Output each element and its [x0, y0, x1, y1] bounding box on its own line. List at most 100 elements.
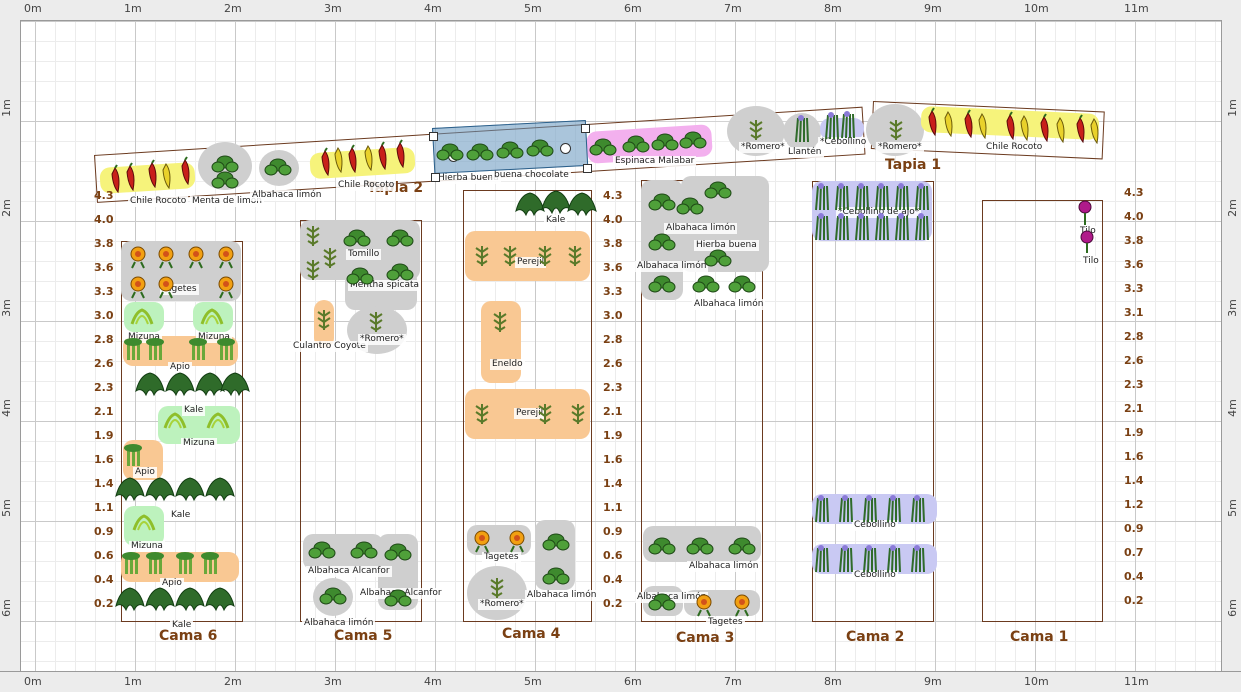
scale-value: 1.4 [94, 477, 114, 490]
plant-patch[interactable] [481, 301, 521, 383]
scale-value: 1.9 [94, 429, 114, 442]
scale-value: 1.9 [1124, 426, 1144, 439]
resize-handle[interactable] [429, 132, 438, 141]
plant-label: Chile Rocoto [128, 196, 189, 207]
bed-label: Cama 2 [846, 629, 905, 645]
top-ruler: 0m 1m 2m 3m 4m 5m 6m 7m 8m 9m 10m 11m [0, 0, 1241, 21]
scale-value: 3.8 [1124, 234, 1144, 247]
plant-label: Tilo [1081, 256, 1101, 267]
scale-value: 2.6 [1124, 354, 1144, 367]
plant-label: Albahaca Alcanfor [358, 588, 444, 599]
ruler-label: 1m [1225, 99, 1239, 117]
ruler-label: 9m [924, 675, 942, 688]
scale-value: 0.7 [1124, 546, 1144, 559]
plant-patch[interactable] [535, 520, 575, 590]
resize-handle[interactable] [581, 124, 590, 133]
ruler-label: 1m [0, 99, 13, 117]
plant-label: Kale [169, 510, 193, 521]
plant-patch[interactable] [643, 526, 761, 562]
plant-label: buena chocolate [492, 170, 571, 181]
ruler-label: 2m [224, 675, 242, 688]
ruler-label: 11m [1124, 2, 1149, 15]
scale-value: 1.1 [94, 501, 114, 514]
plant-patch[interactable] [124, 506, 164, 546]
plant-label: Hierba buena [694, 240, 759, 251]
ruler-label: 6m [624, 675, 642, 688]
scale-value: 3.6 [603, 261, 623, 274]
plant-patch[interactable] [783, 113, 821, 151]
bed-label: Cama 1 [1010, 629, 1069, 645]
plant-label: Mizuna [196, 332, 232, 343]
plant-patch[interactable] [124, 302, 164, 332]
plant-patch[interactable] [193, 302, 233, 332]
plant-patch[interactable] [641, 180, 683, 300]
scale-value: 3.6 [1124, 258, 1144, 271]
scale-value: 0.2 [603, 597, 623, 610]
ruler-label: 7m [724, 675, 742, 688]
plant-label: Tilo [1078, 226, 1098, 237]
bed-cama1[interactable] [982, 200, 1103, 622]
plant-label: *Romero* [478, 599, 526, 610]
resize-handle[interactable] [431, 173, 440, 182]
plant-patch[interactable] [465, 231, 590, 281]
plant-label: Eneldo [490, 359, 525, 370]
ruler-label: 4m [424, 2, 442, 15]
ruler-label: 9m [924, 2, 942, 15]
ruler-label: 8m [824, 675, 842, 688]
plant-patch[interactable] [467, 525, 531, 555]
plant-patch[interactable] [198, 142, 252, 190]
plant-label: Mizuna [126, 332, 162, 343]
scale-value: 2.6 [603, 357, 623, 370]
plant-label: Albahaca limón [635, 592, 709, 603]
resize-handle[interactable] [583, 164, 592, 173]
scale-value: 0.2 [94, 597, 114, 610]
plant-label: Apio [133, 467, 157, 478]
plant-label: Albahaca limón [250, 190, 324, 201]
ruler-label: 5m [1225, 499, 1239, 517]
plant-label: Mizuna [181, 438, 217, 449]
ruler-label: 10m [1024, 2, 1049, 15]
plant-patch[interactable] [467, 566, 527, 620]
plant-label: *Romero* [876, 142, 924, 153]
scale-value: 4.3 [1124, 186, 1144, 199]
scale-value: 2.6 [94, 357, 114, 370]
plant-label: Llantén [786, 147, 824, 158]
plant-label: *Cebollino de [818, 137, 883, 148]
scale-value: 0.4 [603, 573, 623, 586]
scale-value: 4.0 [1124, 210, 1144, 223]
plant-label: Perejil [514, 408, 546, 419]
ruler-label: 0m [24, 675, 42, 688]
scale-value: 1.1 [603, 501, 623, 514]
scale-value: 4.3 [603, 189, 623, 202]
plant-label: Hierba buena [436, 173, 501, 184]
rotate-handle[interactable] [560, 143, 571, 154]
plant-label: Espinaca Malabar [613, 156, 697, 167]
ruler-label: 3m [324, 2, 342, 15]
plant-label: *Cebollino de ajo* [836, 207, 922, 218]
scale-value: 1.4 [1124, 474, 1144, 487]
plant-label: Tagetes [160, 284, 199, 295]
plant-label: Albahaca limón [664, 223, 738, 234]
scale-value: 0.9 [94, 525, 114, 538]
scale-value: 1.6 [603, 453, 623, 466]
scale-value: 1.6 [94, 453, 114, 466]
plant-patch[interactable] [303, 534, 383, 570]
scale-value: 1.9 [603, 429, 623, 442]
ruler-label: 1m [124, 675, 142, 688]
bed-label: Cama 6 [159, 628, 218, 644]
rotate-handle[interactable] [448, 151, 459, 162]
plant-label: Kale [544, 215, 568, 226]
scale-value: 3.3 [1124, 282, 1144, 295]
ruler-label: 10m [1024, 675, 1049, 688]
ruler-label: 5m [524, 2, 542, 15]
plant-label: *Romero* [739, 142, 787, 153]
plant-label: Albahaca limón [687, 561, 761, 572]
bed-cama4[interactable] [463, 190, 592, 622]
scale-value: 2.1 [1124, 402, 1144, 415]
scale-value: 3.3 [94, 285, 114, 298]
plant-patch[interactable] [259, 150, 299, 186]
plant-patch[interactable] [313, 578, 353, 616]
ruler-label: 4m [424, 675, 442, 688]
wall-label-tapia1: Tapia 1 [885, 157, 942, 173]
plant-label: Kale [182, 405, 206, 416]
